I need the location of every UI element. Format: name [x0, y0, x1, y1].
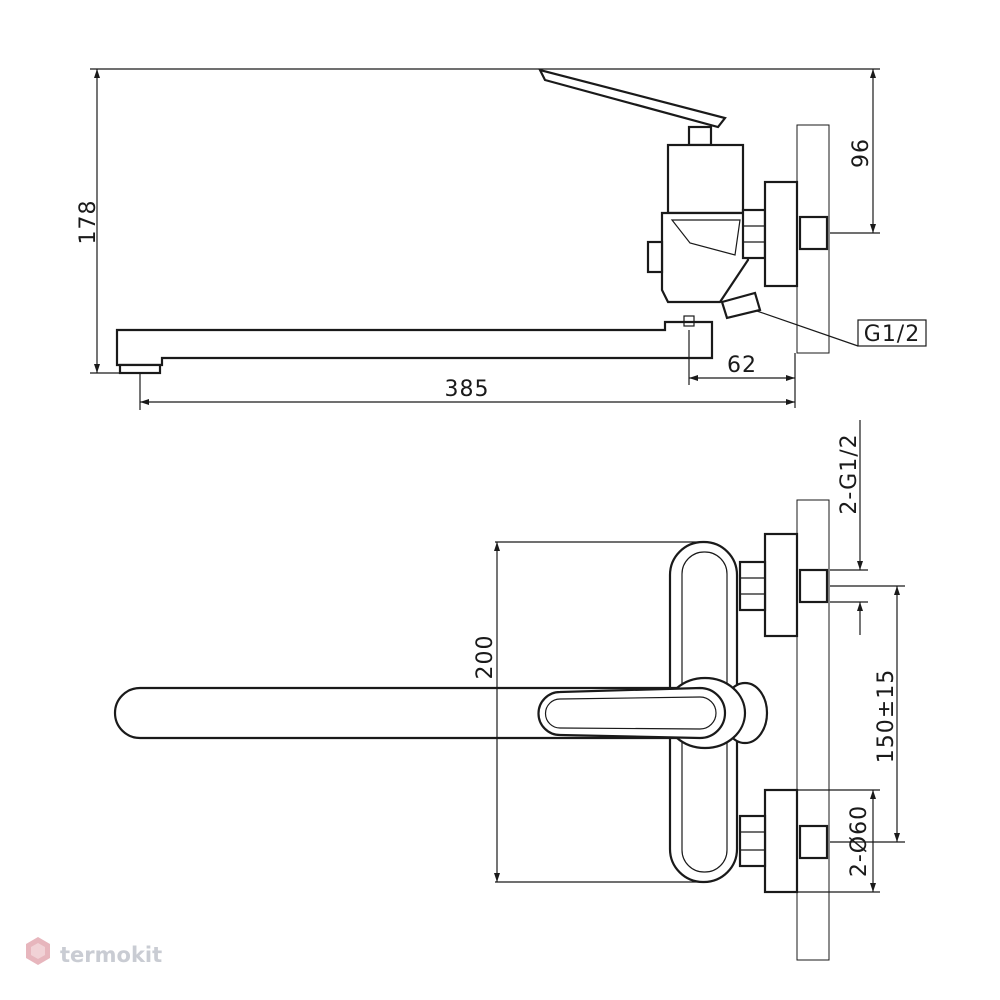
lever-top — [537, 686, 727, 740]
shower-outlet — [720, 291, 762, 320]
spout — [115, 320, 714, 367]
spout-joint — [683, 315, 695, 327]
lower-inlet-pipe — [798, 824, 829, 860]
thread-callout-box — [857, 319, 927, 347]
thread-callout-label: G1/2 — [864, 322, 920, 347]
dim-200-label: 200 — [473, 635, 498, 680]
mixer-housing — [660, 211, 750, 304]
upper-inlet-pipe — [798, 568, 829, 604]
connection-nut — [741, 208, 767, 260]
dim-385-label: 385 — [445, 377, 490, 402]
lower-nut — [738, 814, 767, 868]
upper-nut — [738, 560, 767, 612]
inlet-pipe — [798, 215, 829, 251]
mixer-detail — [670, 219, 741, 256]
lever-handle — [537, 68, 727, 129]
dim-2g12-label: 2-G1/2 — [837, 433, 862, 514]
mixer-body — [666, 143, 745, 215]
lever-stem — [687, 125, 713, 147]
dim-178-label: 178 — [76, 200, 101, 245]
upper-flange — [763, 532, 799, 638]
dim-62-label: 62 — [727, 353, 757, 378]
wall-flange — [763, 180, 799, 288]
dim-150-label: 150±15 — [874, 669, 899, 763]
side-view: 178 96 G1/2 62 385 — [76, 68, 927, 410]
hexagon-logo-icon — [26, 937, 50, 965]
top-view: 200 2-G1/2 150±15 2-Ø60 — [113, 420, 905, 961]
dim-60-label: 2-Ø60 — [847, 805, 872, 877]
brand-name: termokit — [60, 943, 162, 967]
dim-96-label: 96 — [849, 138, 874, 168]
aerator — [118, 363, 162, 375]
brand-watermark: termokit — [26, 937, 162, 967]
diverter-knob — [646, 240, 664, 274]
lower-flange — [763, 788, 799, 894]
